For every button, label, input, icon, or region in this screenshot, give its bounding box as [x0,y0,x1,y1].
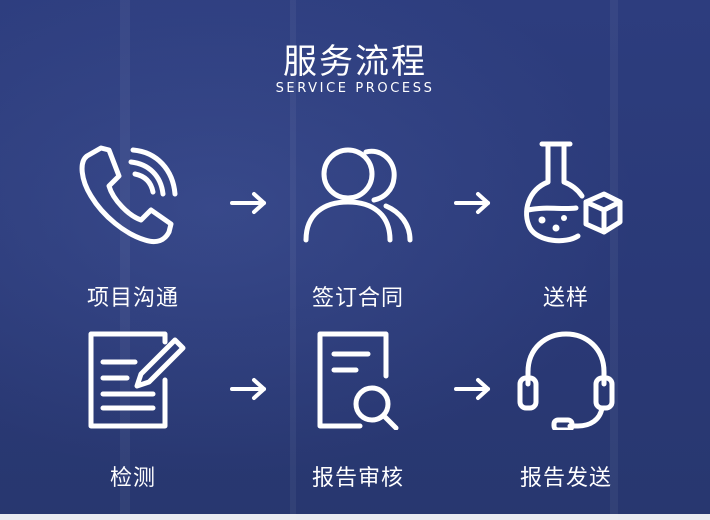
step-project-communication: 项目沟通 [43,140,223,312]
step-sign-contract: 签订合同 [268,140,448,312]
flask-icon [524,141,623,244]
arrow-right-icon [454,192,490,214]
phone-icon [79,145,178,245]
bottom-divider [0,514,710,520]
people-icon [303,147,413,243]
arrow-right-icon [230,378,266,400]
step-label: 签订合同 [311,286,404,311]
step-label: 报告审核 [311,466,404,491]
step-label: 检测 [109,466,156,491]
arrow-right-icon [454,378,490,400]
step-label: 项目沟通 [86,286,179,311]
headset-icon [517,331,615,430]
page-title: 服务流程 [283,42,427,82]
step-label: 送样 [542,286,589,311]
step-report-delivery: 报告发送 [476,328,656,492]
step-report-review: 报告审核 [268,328,448,492]
step-send-sample: 送样 [476,140,656,312]
background-streak [290,0,296,520]
step-testing: 检测 [43,328,223,492]
page-subtitle: SERVICE PROCESS [275,81,435,96]
background-streak [120,0,130,520]
report-search-icon [317,331,399,430]
background-streak [610,0,618,520]
document-edit-icon [88,331,186,429]
arrow-right-icon [230,192,266,214]
step-label: 报告发送 [519,466,612,491]
